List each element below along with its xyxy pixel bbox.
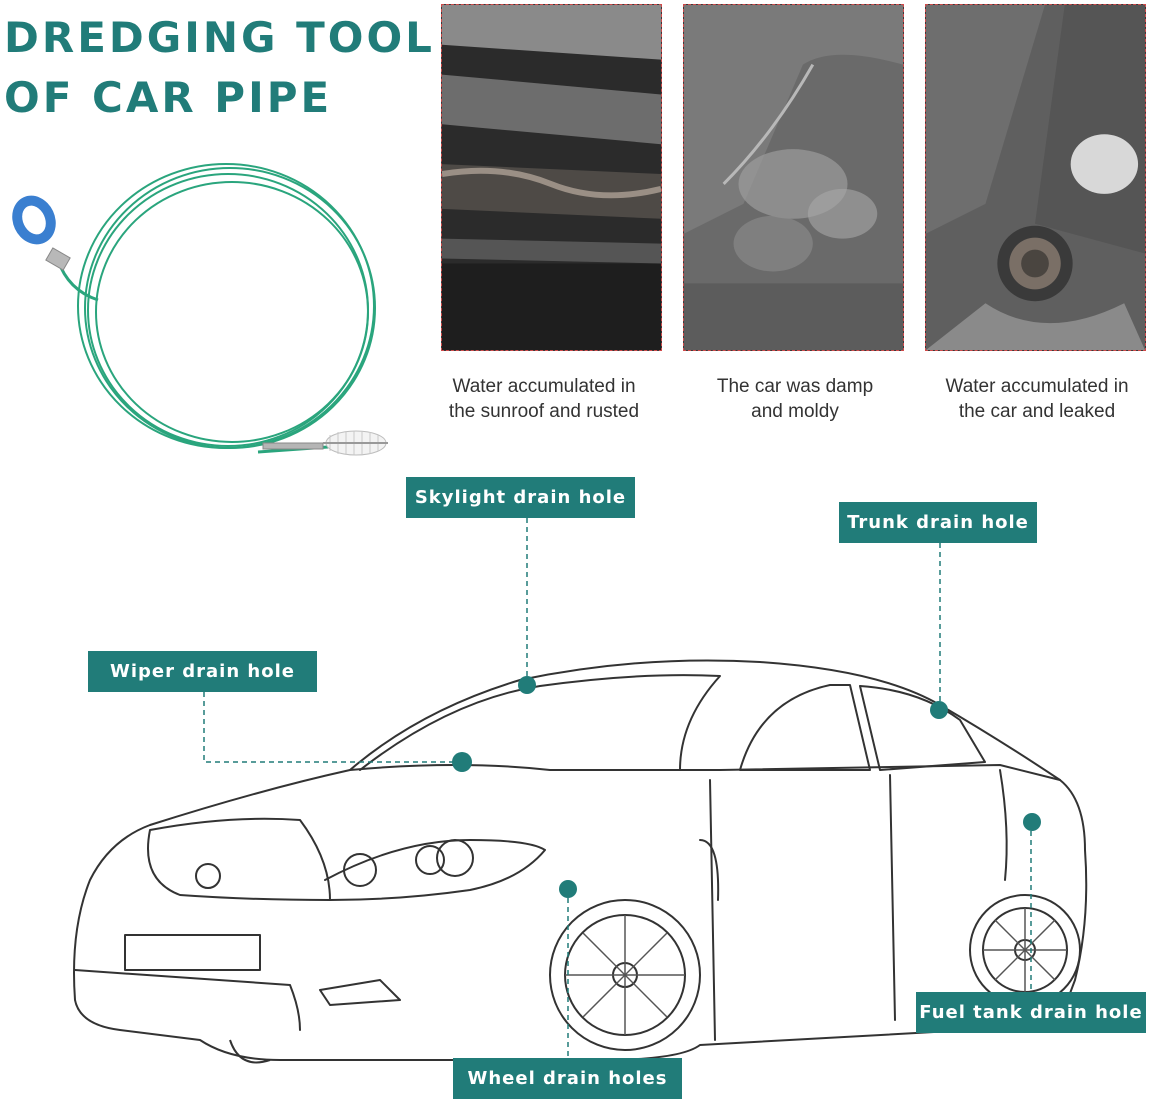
skylight-drain-label: Skylight drain hole: [406, 477, 635, 518]
wheel-drain-label: Wheel drain holes: [453, 1058, 682, 1099]
caption-line: Water accumulated in: [945, 376, 1129, 397]
photo-caption-damp: The car was damp and moldy: [675, 374, 915, 424]
bristle-brush-icon: [323, 430, 388, 456]
photo-caption-sunroof: Water accumulated in the sunroof and rus…: [424, 374, 664, 424]
car-leak-photo: [925, 4, 1146, 351]
car-line-drawing: [73, 659, 1088, 1064]
fuel-tank-drain-label: Fuel tank drain hole: [916, 992, 1146, 1033]
caption-line: Water accumulated in: [452, 376, 636, 397]
sunroof-rust-photo: [441, 4, 662, 351]
caption-line: the car and leaked: [958, 401, 1116, 422]
page-title: DREDGING TOOL OF CAR PIPE: [4, 8, 435, 128]
title-line-1: DREDGING TOOL: [4, 13, 435, 62]
trunk-drain-label: Trunk drain hole: [839, 502, 1037, 543]
wiper-drain-label: Wiper drain hole: [88, 651, 317, 692]
photo-caption-leak: Water accumulated in the car and leaked: [917, 374, 1153, 424]
drain-brush-tool-image: [12, 163, 388, 456]
damp-moldy-carpet-photo: [683, 4, 904, 351]
caption-line: and moldy: [751, 401, 839, 422]
ring-handle-icon: [12, 195, 56, 245]
caption-line: the sunroof and rusted: [448, 401, 640, 422]
title-line-2: OF CAR PIPE: [4, 73, 333, 122]
caption-line: The car was damp: [716, 376, 874, 397]
